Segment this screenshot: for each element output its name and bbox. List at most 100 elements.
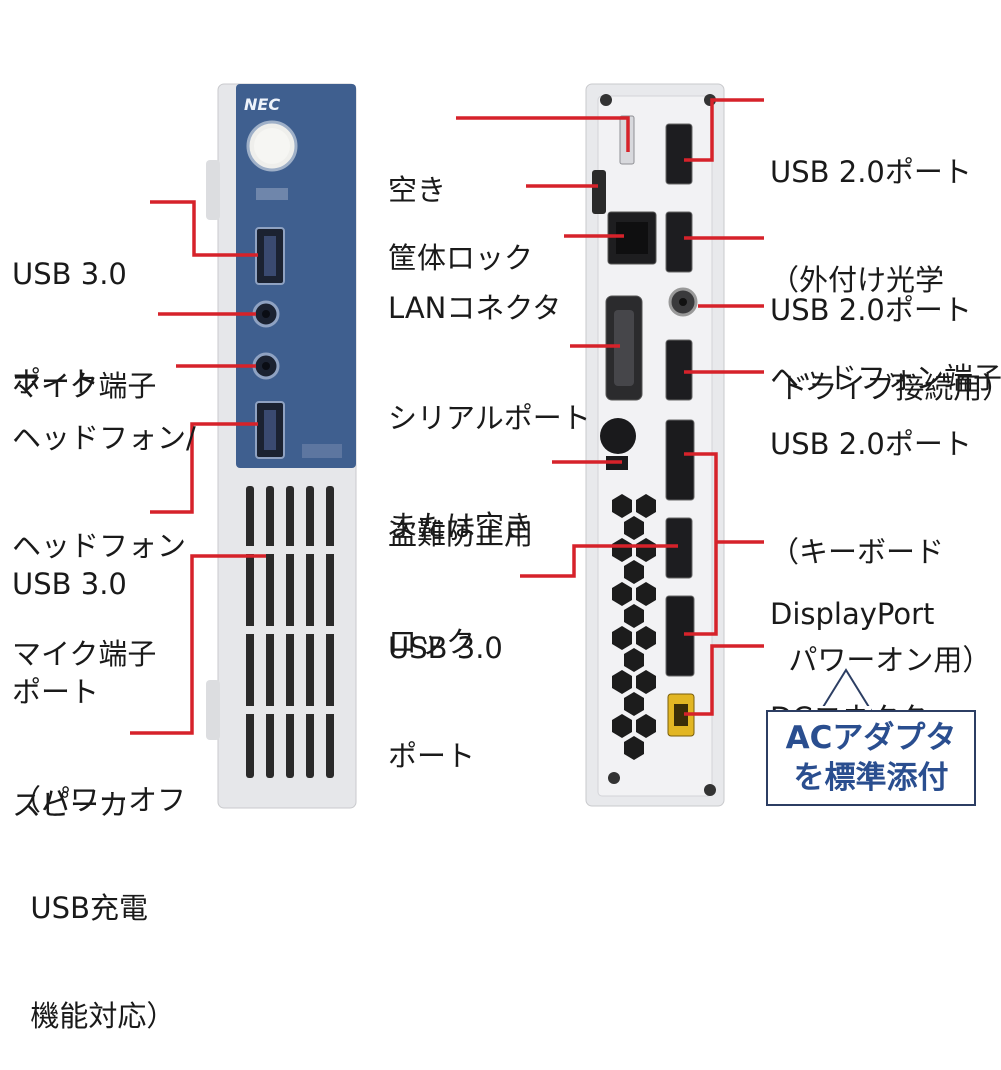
leader-usb30-top	[150, 200, 258, 257]
label-line: ポート	[12, 365, 100, 399]
label-line: ヘッドフォン端子	[770, 361, 1001, 395]
vent-hole	[612, 626, 632, 650]
label-line: USB 3.0	[12, 257, 127, 291]
label-line: （パワーオフ	[12, 783, 187, 817]
label-line: マイク端子	[12, 369, 157, 403]
label-line: パワーオン用）	[770, 643, 992, 677]
label-antitheft: 盗難防止用 ロック	[388, 444, 533, 696]
model-badge	[302, 444, 342, 458]
vent-hole	[612, 714, 632, 738]
rear-headphone-jack-hole	[679, 298, 687, 306]
vent-hole	[624, 692, 644, 716]
antitheft-lock[interactable]	[600, 418, 636, 454]
vent-hole	[624, 736, 644, 760]
vent-hole	[624, 648, 644, 672]
label-line: ドライブ接続用）	[770, 371, 1001, 405]
vent-hole	[636, 582, 656, 606]
ac-adapter-callout: ACアダプタ を標準添付	[766, 710, 976, 806]
headphone-jack-front-hole	[262, 362, 270, 370]
displayport-upper[interactable]	[665, 419, 695, 501]
label-usb20: USB 2.0ポート	[770, 220, 972, 364]
label-line: （外付け光学	[770, 263, 945, 297]
rear-screw-top	[600, 94, 612, 106]
label-usb20-keyboard: USB 2.0ポート （キーボード パワーオン用）	[770, 354, 991, 714]
leader-empty	[456, 116, 630, 152]
label-line: 空き	[388, 173, 447, 207]
callout-line: ACアダプタ	[785, 720, 957, 756]
serial-port-pins	[614, 310, 634, 386]
rear-usb20-port[interactable]	[665, 211, 693, 273]
label-line: シリアルポート	[388, 401, 591, 435]
label-line: ポート	[12, 675, 100, 709]
mic-jack-hole	[262, 310, 270, 318]
label-speaker: スピーカ	[12, 715, 128, 859]
label-line: 盗難防止用	[388, 517, 534, 551]
label-lan: LANコネクタ	[388, 218, 561, 362]
rear-vent-honeycomb	[612, 494, 656, 760]
front-usb30-port-top-tongue	[264, 236, 276, 276]
vent-hole	[624, 516, 644, 540]
label-line: マイク端子	[12, 637, 157, 671]
vent-hole	[612, 582, 632, 606]
label-front-headphone: ヘッドフォン/ ヘッドフォン マイク端子	[12, 348, 196, 708]
label-line: LANコネクタ	[388, 291, 562, 325]
vent-hole	[612, 670, 632, 694]
label-rear-usb30: USB 3.0 ポート	[388, 558, 503, 810]
label-line: ロック	[388, 625, 476, 659]
label-line: DisplayPort	[770, 597, 935, 631]
label-line: USB充電	[12, 891, 148, 925]
label-usb20-optical: USB 2.0ポート （外付け光学 ドライブ接続用）	[770, 82, 1001, 442]
dc-connector-pin	[674, 704, 688, 726]
label-displayport: DisplayPort	[770, 524, 934, 668]
speaker-grille	[240, 486, 344, 778]
label-line: USB 2.0ポート	[770, 293, 972, 327]
vent-hole	[612, 494, 632, 518]
leader-speaker	[130, 554, 266, 735]
vent-hole	[636, 714, 656, 738]
label-empty: 空き	[388, 100, 446, 244]
vent-hole	[612, 538, 632, 562]
front-foot-top	[206, 160, 220, 220]
label-line: または空き	[388, 509, 534, 543]
label-line: （キーボード	[770, 535, 945, 569]
chassis-lock[interactable]	[592, 170, 606, 214]
rear-usb20-port-keyboard[interactable]	[665, 339, 693, 401]
vent-hole	[636, 626, 656, 650]
rear-usb20-port-optical[interactable]	[665, 123, 693, 185]
grille-bar	[240, 706, 344, 714]
label-mic: マイク端子	[12, 296, 156, 440]
rear-screw-bottom-right	[704, 784, 716, 796]
grille-bar	[240, 626, 344, 634]
vent-hole	[636, 670, 656, 694]
leader-dc	[684, 644, 764, 716]
front-foot-bottom	[206, 680, 220, 740]
vent-hole	[624, 560, 644, 584]
leader-lines	[130, 98, 764, 735]
vent-hole	[636, 494, 656, 518]
front-indicator-leds	[256, 188, 288, 200]
leader-displayport-bracket	[684, 452, 718, 636]
rear-usb30-port[interactable]	[665, 517, 693, 579]
front-unit: NEC	[206, 83, 357, 809]
label-line: 機能対応）	[12, 999, 176, 1033]
power-button-face	[254, 128, 290, 164]
label-line: USB 2.0ポート	[770, 427, 972, 461]
label-line: USB 3.0	[388, 631, 503, 665]
diagram-canvas: NEC	[130, 83, 764, 809]
label-line: USB 3.0	[12, 567, 127, 601]
label-line: ヘッドフォン	[12, 529, 187, 563]
lan-port-opening	[616, 222, 648, 254]
label-front-usb30-top: USB 3.0 ポート	[12, 184, 127, 436]
leader-usb30-rear	[520, 544, 678, 578]
grille-bar	[240, 546, 344, 554]
label-line: 筐体ロック	[388, 241, 534, 275]
displayport-lower[interactable]	[665, 595, 695, 677]
front-usb30-port-bottom-tongue	[264, 410, 276, 450]
label-line: スピーカ	[12, 788, 129, 822]
nec-logo: NEC	[244, 95, 280, 114]
label-line: USB 2.0ポート	[770, 155, 972, 189]
label-chassis-lock: 筐体ロック	[388, 168, 533, 312]
label-line: ヘッドフォン/	[12, 421, 196, 455]
leader-usb20-optical	[684, 98, 764, 162]
label-rear-headphone: ヘッドフォン端子	[770, 288, 1001, 432]
